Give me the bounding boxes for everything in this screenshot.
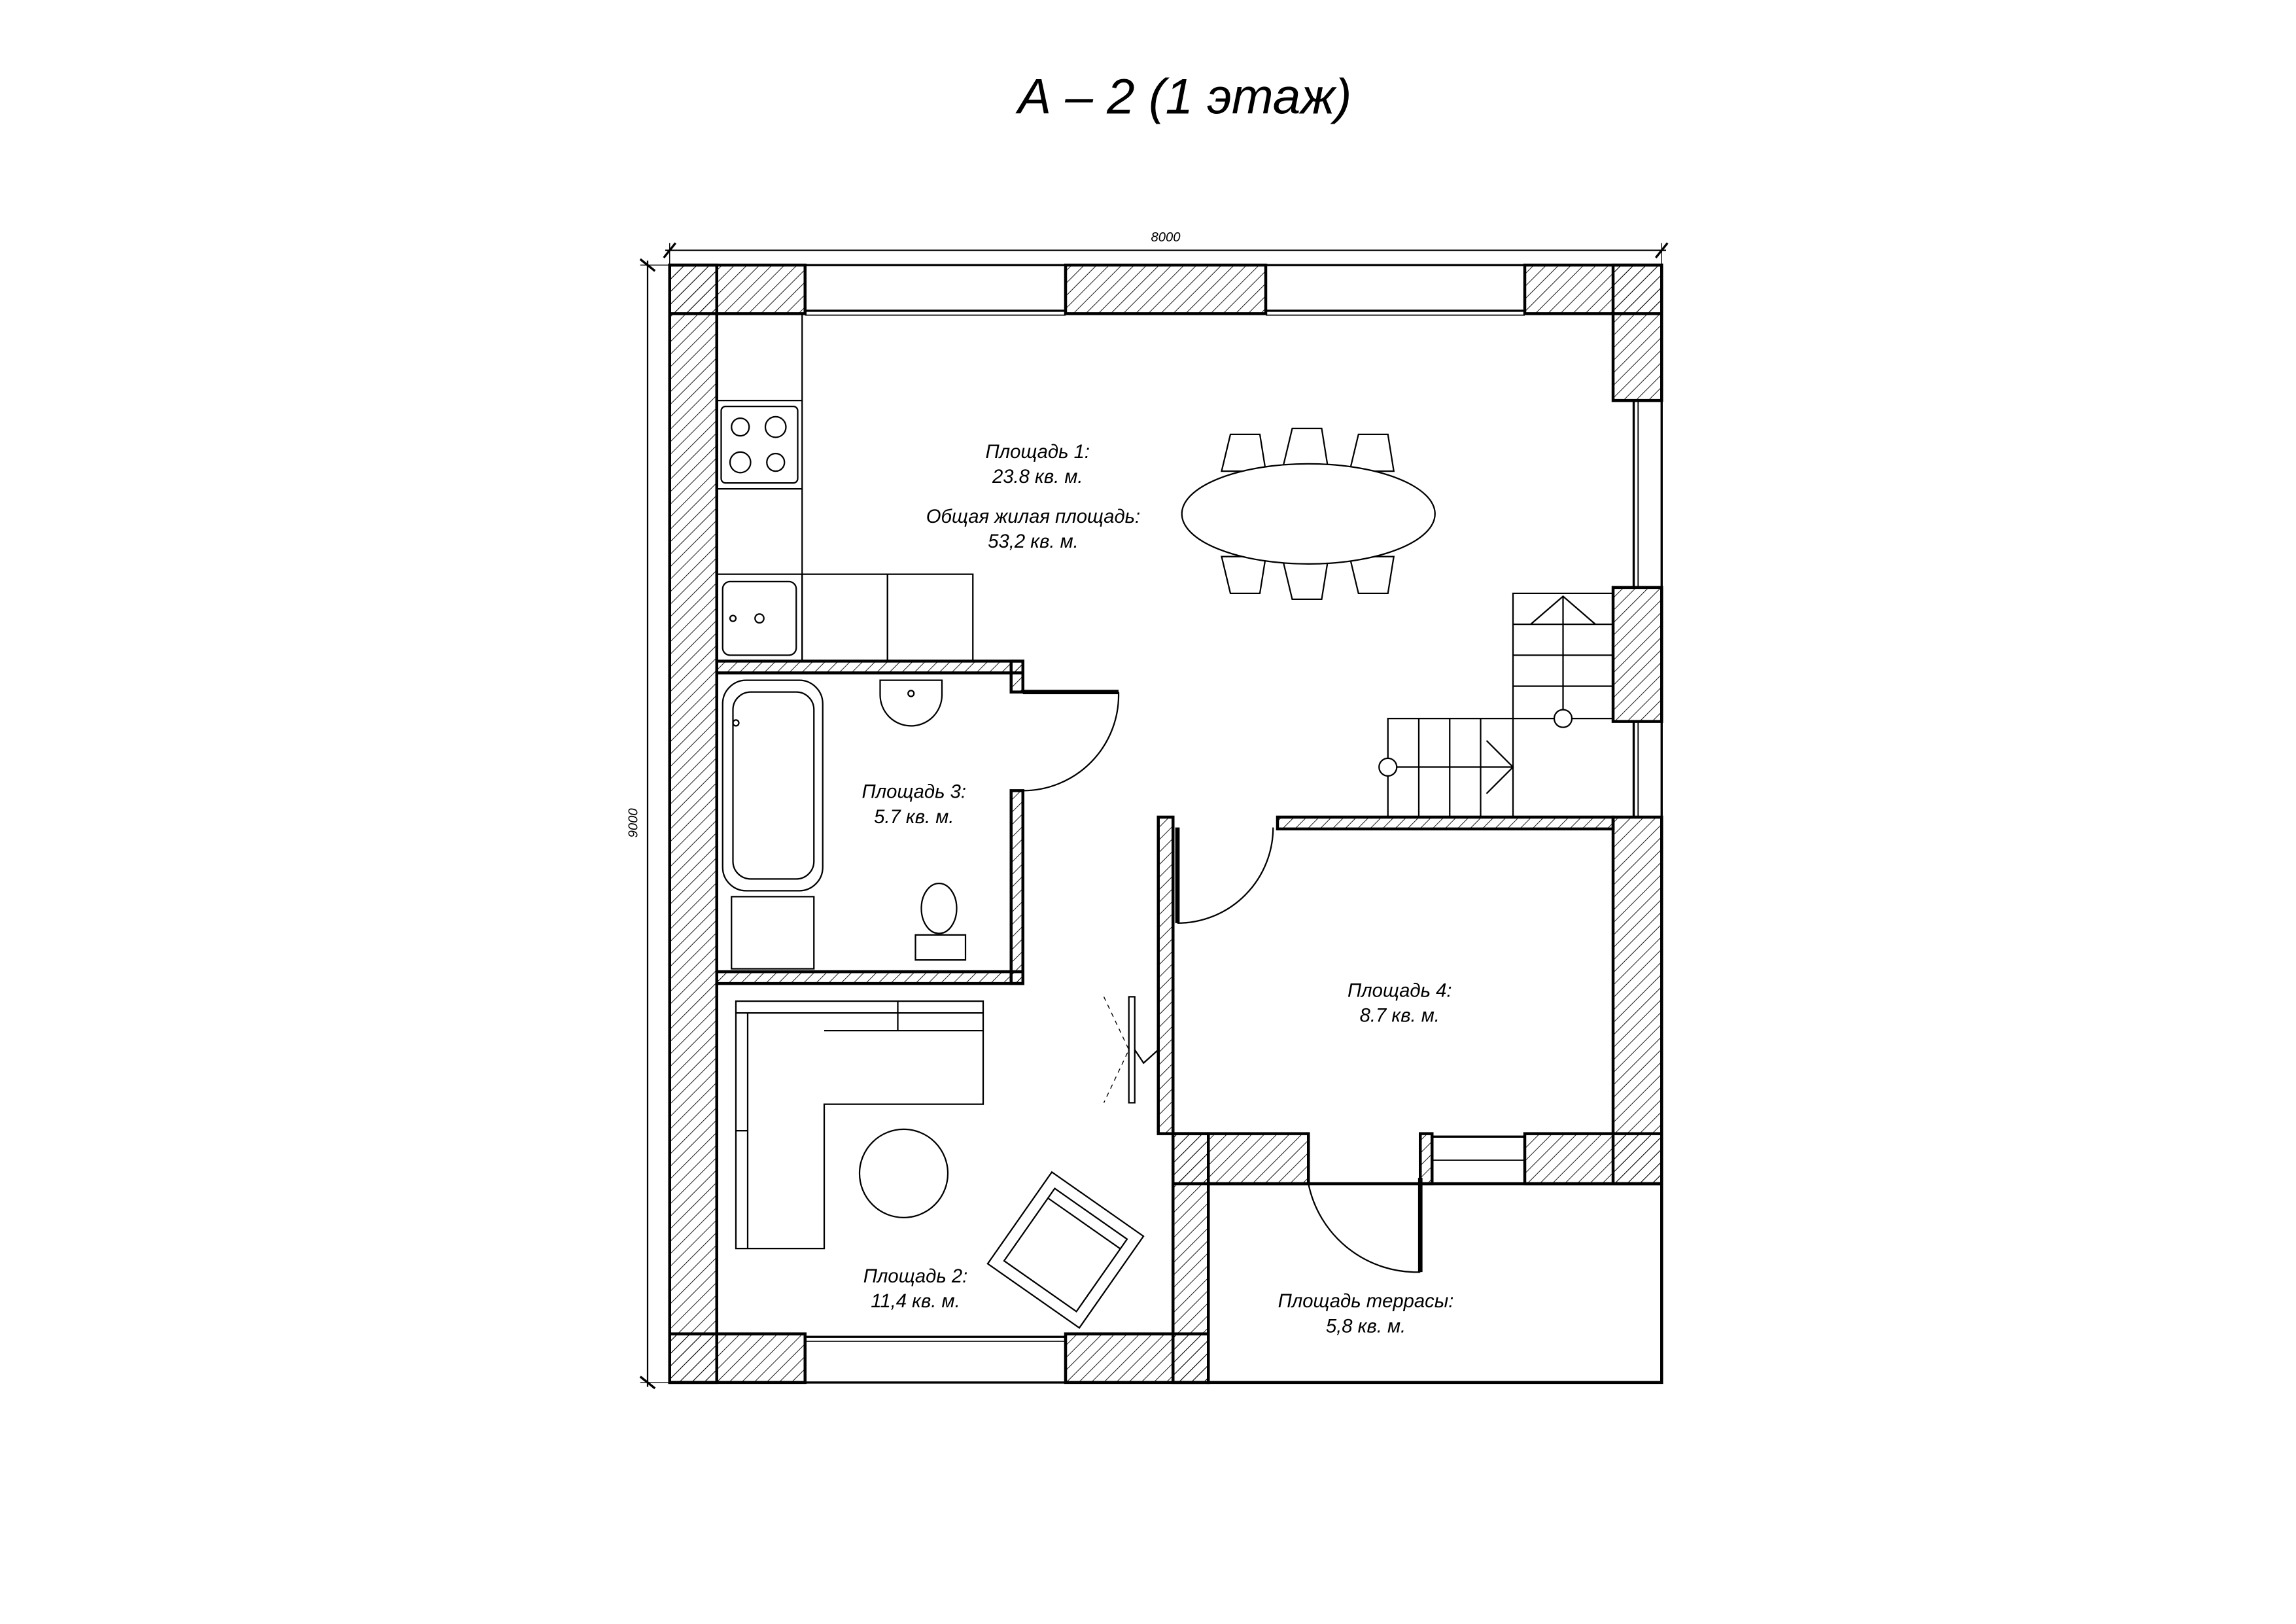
svg-text:Площадь террасы:: Площадь террасы: bbox=[1278, 1291, 1454, 1312]
washbasin-icon bbox=[879, 679, 943, 727]
room-4-label: Площадь 4: 8.7 кв. м. bbox=[1348, 980, 1452, 1026]
drawing-title: А – 2 (1 этаж) bbox=[1015, 69, 1351, 124]
terrace-label: Площадь террасы: 5,8 кв. м. bbox=[1278, 1291, 1454, 1337]
svg-text:8.7 кв. м.: 8.7 кв. м. bbox=[1360, 1006, 1440, 1027]
room-2-label: Площадь 2: 11,4 кв. м. bbox=[863, 1266, 968, 1312]
room-3-label: Площадь 3: 5.7 кв. м. bbox=[861, 782, 966, 828]
svg-text:Площадь 3:: Площадь 3: bbox=[861, 782, 966, 803]
svg-text:5,8 кв. м.: 5,8 кв. м. bbox=[1326, 1316, 1406, 1337]
svg-text:11,4 кв. м.: 11,4 кв. м. bbox=[871, 1291, 960, 1312]
svg-text:Общая жилая площадь:: Общая жилая площадь: bbox=[926, 506, 1140, 527]
stove-icon bbox=[720, 406, 799, 484]
toilet-icon bbox=[914, 883, 967, 961]
walls bbox=[668, 263, 1663, 1385]
svg-text:53,2 кв. м.: 53,2 кв. м. bbox=[988, 531, 1079, 552]
svg-text:23.8 кв. м.: 23.8 кв. м. bbox=[992, 467, 1083, 487]
terrace-outline bbox=[1207, 1182, 1663, 1385]
staircase bbox=[1378, 592, 1614, 818]
doors[interactable] bbox=[1022, 690, 1423, 1273]
dimension-height: 9000 bbox=[626, 258, 670, 1390]
total-area-label: Общая жилая площадь: 53,2 кв. м. bbox=[926, 506, 1140, 552]
svg-text:Площадь 4:: Площадь 4: bbox=[1348, 980, 1452, 1001]
svg-text:Площадь 1:: Площадь 1: bbox=[985, 442, 1090, 463]
svg-text:9000: 9000 bbox=[626, 808, 640, 838]
dining-table bbox=[1181, 427, 1436, 600]
dimension-width: 8000 bbox=[663, 230, 1669, 266]
bathtub-icon bbox=[722, 679, 824, 892]
living-furniture bbox=[735, 1000, 1145, 1330]
kitchen bbox=[716, 313, 974, 662]
svg-text:5.7 кв. м.: 5.7 кв. м. bbox=[874, 807, 954, 828]
bathroom-fixtures bbox=[722, 679, 967, 970]
svg-text:Площадь 2:: Площадь 2: bbox=[863, 1266, 968, 1287]
svg-text:8000: 8000 bbox=[1151, 230, 1181, 245]
sink-icon bbox=[722, 580, 797, 656]
room-1-label: Площадь 1: 23.8 кв. м. bbox=[985, 442, 1090, 487]
